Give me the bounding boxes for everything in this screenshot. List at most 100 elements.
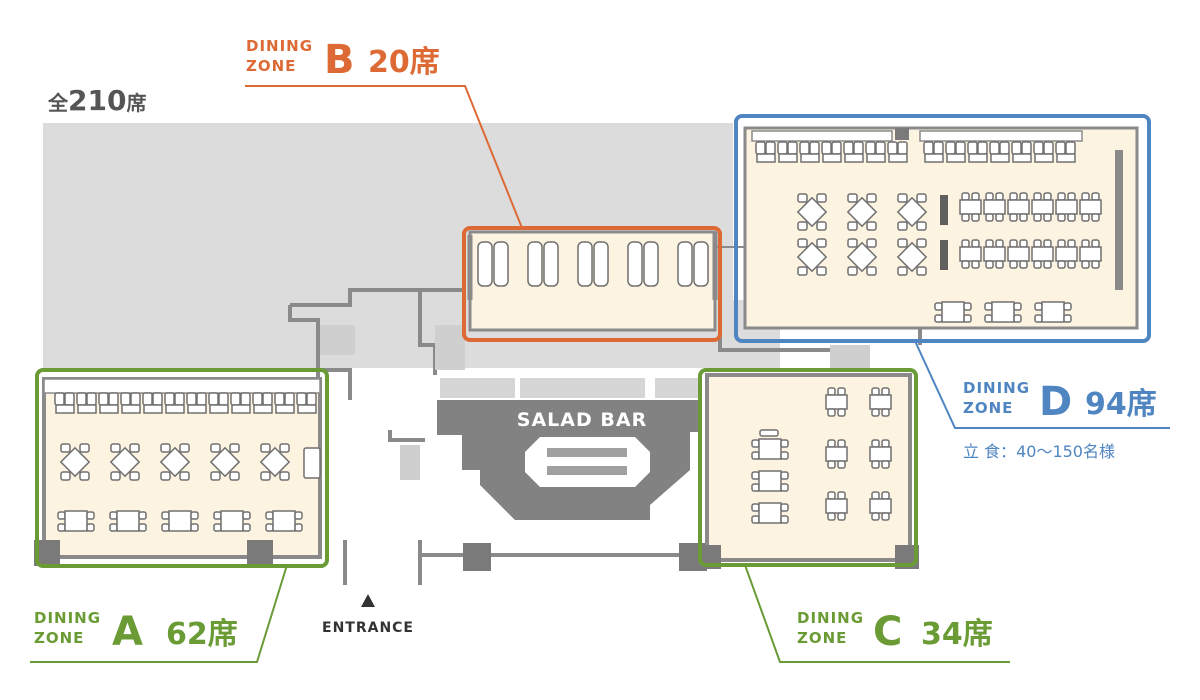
chair <box>916 221 927 231</box>
chair <box>130 392 141 406</box>
chair <box>242 523 251 532</box>
chair <box>881 460 890 469</box>
chair <box>109 523 118 532</box>
zone-b-line2: ZONE <box>246 57 297 75</box>
chair <box>934 302 943 311</box>
chair <box>240 392 251 406</box>
zone-d-note: 立 食：40〜150名様 <box>963 442 1115 461</box>
chair <box>985 239 994 248</box>
chair <box>751 515 760 524</box>
chair <box>179 443 190 453</box>
chair <box>120 392 131 406</box>
chair <box>1034 302 1043 311</box>
chair <box>1043 141 1054 155</box>
chair <box>98 392 109 406</box>
chair <box>57 511 66 520</box>
salad-bar-label: SALAD BAR <box>517 409 647 431</box>
chair <box>963 314 972 323</box>
sofa-seat <box>577 241 593 287</box>
chair <box>196 392 207 406</box>
zone-b-leader <box>245 85 523 229</box>
table <box>116 510 140 532</box>
table <box>983 199 1006 215</box>
table <box>758 438 782 460</box>
corridor-block <box>400 445 420 480</box>
chair <box>1009 192 1018 201</box>
chair <box>109 511 118 520</box>
chair <box>1033 213 1042 222</box>
chair <box>1067 192 1076 201</box>
chair <box>816 221 827 231</box>
chair <box>1057 192 1066 201</box>
chair <box>984 302 993 311</box>
chair <box>1013 302 1022 311</box>
chair <box>108 392 119 406</box>
chair <box>963 302 972 311</box>
chair <box>1067 239 1076 248</box>
table <box>1007 199 1030 215</box>
sofa-seat <box>593 241 609 287</box>
table <box>64 510 88 532</box>
chair <box>961 260 970 269</box>
chair <box>797 238 808 248</box>
chair <box>897 238 908 248</box>
chair <box>866 238 877 248</box>
table <box>99 404 119 414</box>
chair <box>989 141 1000 155</box>
table <box>869 498 892 514</box>
chair <box>1043 260 1052 269</box>
chair <box>751 471 760 480</box>
table <box>165 404 185 414</box>
total-suffix: 席 <box>126 91 147 115</box>
chair <box>759 429 779 437</box>
chair <box>265 523 274 532</box>
chair <box>827 387 836 396</box>
chair <box>230 392 241 406</box>
chair <box>865 141 876 155</box>
chair <box>242 511 251 520</box>
table <box>822 153 842 163</box>
chair <box>1067 260 1076 269</box>
table <box>968 153 988 163</box>
room-a <box>34 377 322 566</box>
zone-d-line2: ZONE <box>963 399 1014 417</box>
chair <box>60 443 71 453</box>
room-d <box>715 126 1139 330</box>
corridor-block <box>520 378 645 398</box>
chair <box>213 523 222 532</box>
chair <box>797 266 808 276</box>
zone-b-seats: 20席 <box>368 45 440 80</box>
chair <box>110 471 121 481</box>
table-square <box>59 446 91 478</box>
chair <box>210 471 221 481</box>
chair <box>934 314 943 323</box>
table-square <box>259 446 291 478</box>
chair <box>755 141 766 155</box>
zone-b-outline <box>462 226 722 342</box>
chair <box>76 392 87 406</box>
chair <box>210 443 221 453</box>
chair <box>843 141 854 155</box>
chair <box>1067 213 1076 222</box>
chair <box>837 439 846 448</box>
corridor-block <box>655 378 700 398</box>
zone-c-outline <box>698 368 918 567</box>
chair <box>837 408 846 417</box>
chair <box>871 408 880 417</box>
chair <box>995 239 1004 248</box>
table <box>959 246 982 262</box>
chair <box>1033 260 1042 269</box>
table <box>758 502 782 524</box>
table <box>220 510 244 532</box>
zone-a-line2: ZONE <box>34 629 85 647</box>
table <box>253 404 273 414</box>
chair <box>1043 192 1052 201</box>
table <box>1055 199 1078 215</box>
chair <box>274 392 285 406</box>
chair <box>1091 213 1100 222</box>
table <box>209 404 229 414</box>
zone-c-leader <box>744 564 1010 663</box>
zone-c-line2: ZONE <box>797 629 848 647</box>
chair <box>1033 141 1044 155</box>
chair <box>294 523 303 532</box>
